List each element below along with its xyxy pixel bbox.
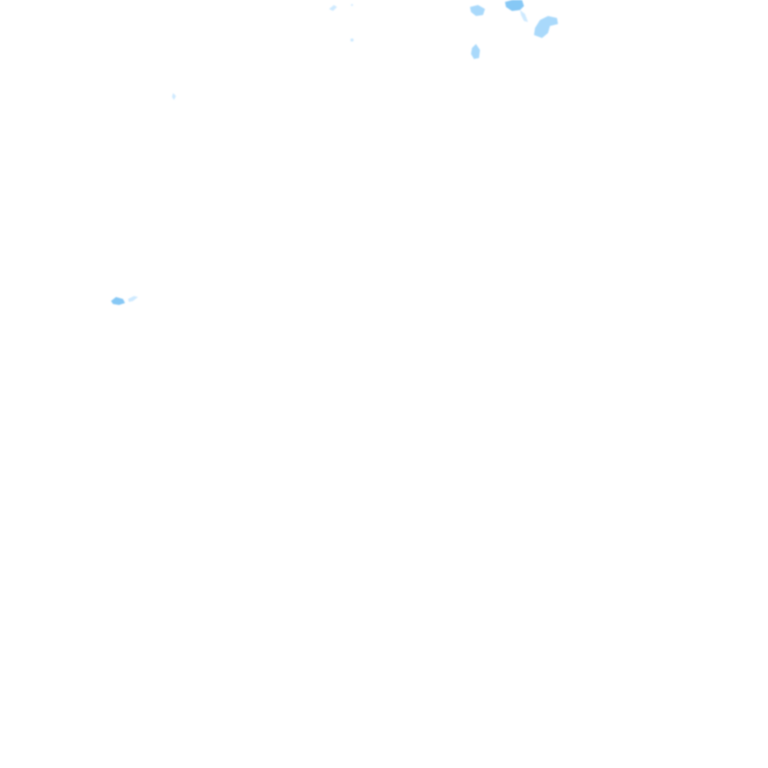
precip-cell (505, 0, 524, 11)
precip-cell (470, 5, 485, 16)
precip-cell (471, 44, 480, 59)
precip-cell (350, 38, 354, 42)
precip-cell (351, 4, 353, 6)
precip-cell (111, 297, 125, 305)
precip-cell (172, 93, 176, 100)
precip-cell (534, 16, 558, 38)
precip-cell (520, 10, 528, 22)
precip-cell (128, 296, 138, 302)
precip-cell (329, 5, 337, 11)
